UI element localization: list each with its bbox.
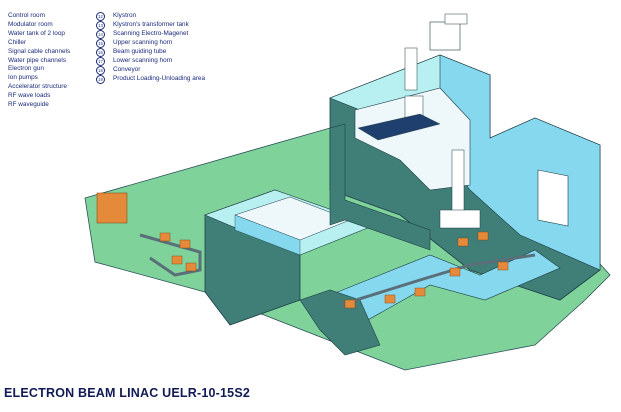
legend-item: Water pipe channels <box>8 56 67 64</box>
legend-number: 15 <box>96 39 105 48</box>
legend-label: Beam guiding tube <box>113 48 167 56</box>
legend-label: Conveyor <box>113 66 141 74</box>
box <box>477 231 489 241</box>
box <box>159 232 171 242</box>
legend-item: Ion pumps <box>8 74 38 82</box>
inner-conveyor <box>339 253 536 307</box>
legend-item: Control room <box>8 12 45 19</box>
diagram-title: ELECTRON BEAM LINAC UELR-10-15S2 <box>4 386 251 400</box>
legend-item: Modulator room <box>8 20 53 28</box>
legend-item: Chiller <box>8 38 27 46</box>
cable-channels <box>357 113 441 141</box>
box <box>171 255 183 265</box>
legend-item: 14 Scanning Electro-Magenet <box>96 30 205 39</box>
front-wall <box>329 123 431 251</box>
maze-floor <box>299 289 381 356</box>
legend-item: 17 Lower scanning horn <box>96 57 205 66</box>
legend-label: Upper scanning horn <box>113 39 173 47</box>
box <box>497 261 509 271</box>
legend-item: Accelerator structure <box>8 83 67 91</box>
box <box>449 267 461 277</box>
scanning-horn <box>439 209 481 229</box>
tower-window <box>537 169 569 227</box>
box <box>457 237 469 247</box>
legend-item: 12 Klystron <box>96 12 205 21</box>
legend-item: RF waveguide <box>8 101 49 109</box>
legend-label: Lower scanning horn <box>113 57 173 65</box>
box <box>179 239 191 249</box>
legend-item: 15 Upper scanning horn <box>96 39 205 48</box>
box <box>384 294 396 304</box>
legend-item: RF wave loads <box>8 92 51 100</box>
klystron-tank <box>429 21 461 51</box>
control-room-wall <box>234 214 301 256</box>
legend-item: 19 Product Loading-Unloading area <box>96 75 205 84</box>
legend-number: 17 <box>96 57 105 66</box>
legend-number: 18 <box>96 66 105 75</box>
legend-item: Electron gun <box>8 65 44 73</box>
chimney <box>404 47 418 91</box>
box <box>414 287 426 297</box>
legend-number: 16 <box>96 48 105 57</box>
box <box>344 299 356 309</box>
legend-item: Signal cable channels <box>8 47 71 55</box>
legend-item: 16 Beam guiding tube <box>96 48 205 57</box>
klystron-hall <box>354 87 471 191</box>
legend-number: 14 <box>96 30 105 39</box>
legend-label: Product Loading-Unloading area <box>113 75 206 83</box>
legend-number: 12 <box>96 12 105 21</box>
legend-label: Scanning Electro-Magenet <box>113 30 189 38</box>
box <box>185 262 197 272</box>
legend-number: 19 <box>96 75 105 84</box>
legend-item: 13 Klystron's transformer tank <box>96 21 205 30</box>
box-stack <box>96 192 128 224</box>
roof-unit <box>444 13 468 25</box>
legend-label: Klystron's transformer tank <box>113 21 189 29</box>
legend-item: 18 Conveyor <box>96 66 205 75</box>
legend-item: Water tank of 2 loop <box>8 29 65 37</box>
legend-number: 13 <box>96 21 105 30</box>
legend-label: Klystron <box>113 12 137 20</box>
